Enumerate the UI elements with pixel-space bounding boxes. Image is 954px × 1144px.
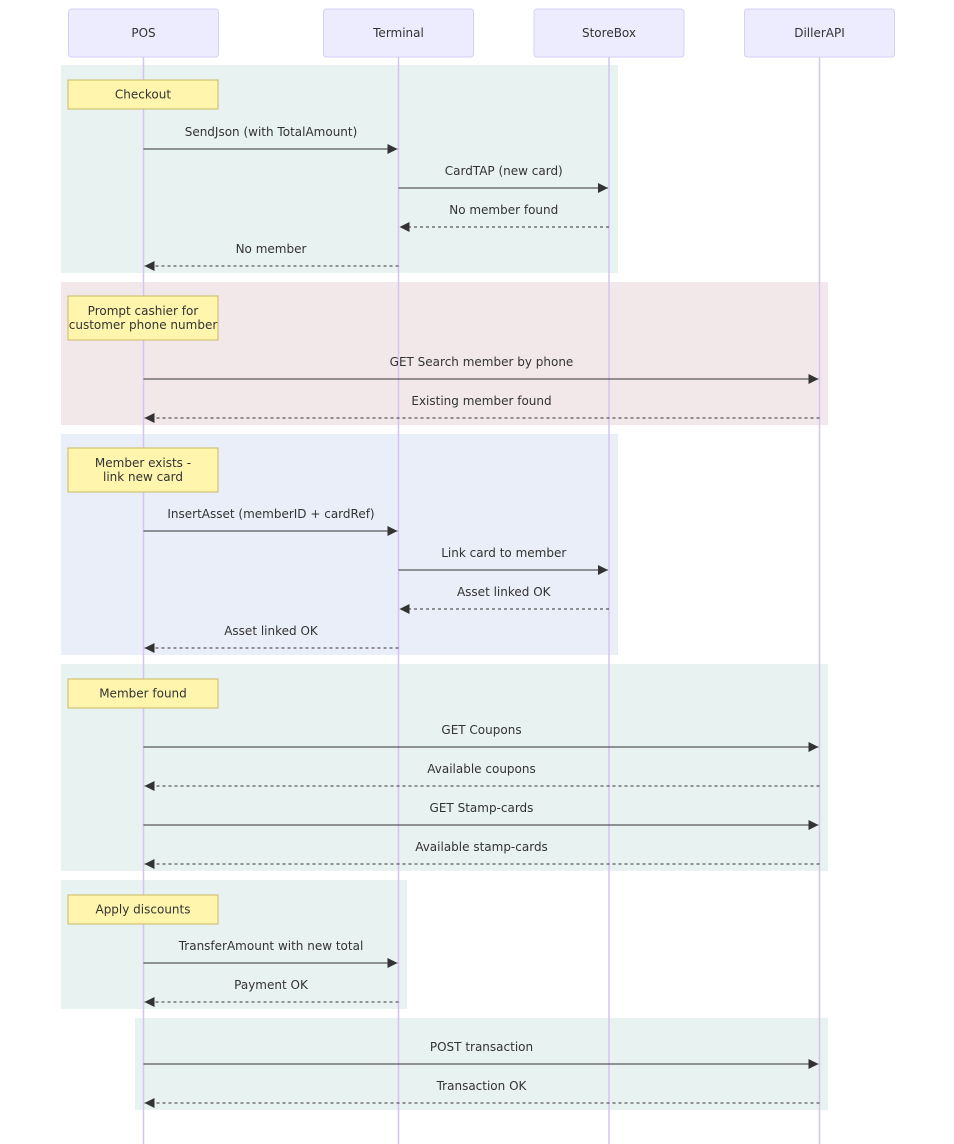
participant-label: POS	[131, 26, 155, 40]
message: TransferAmount with new total	[143, 939, 398, 968]
participant-diller: DillerAPI	[744, 8, 895, 58]
participant-box	[744, 8, 895, 58]
message: Existing member found	[144, 394, 820, 423]
message-label: No member found	[449, 203, 558, 217]
note-text: Member found	[99, 687, 187, 701]
message-label: No member	[236, 242, 307, 256]
message: Asset linked OK	[144, 624, 399, 653]
note: Member found	[67, 678, 219, 709]
message-label: GET Coupons	[441, 723, 521, 737]
message-label: Asset linked OK	[457, 585, 552, 599]
note-box	[67, 894, 219, 925]
note: Apply discounts	[67, 894, 219, 925]
message: No member found	[399, 203, 609, 232]
participant-label: DillerAPI	[794, 26, 845, 40]
note-box	[67, 295, 219, 341]
participant-box	[533, 8, 685, 58]
participant-pos: POS	[68, 8, 219, 58]
message-label: Link card to member	[441, 546, 566, 560]
message: Transaction OK	[144, 1079, 820, 1108]
note-box	[67, 79, 219, 110]
message-label: Transaction OK	[436, 1079, 528, 1093]
message: Asset linked OK	[399, 585, 609, 614]
message: CardTAP (new card)	[398, 164, 608, 193]
note-text: customer phone number	[69, 318, 218, 332]
message: InsertAsset (memberID + cardRef)	[143, 507, 398, 536]
participant-box	[323, 8, 474, 58]
message: No member	[144, 242, 399, 271]
message-label: GET Search member by phone	[390, 355, 574, 369]
note-text: link new card	[103, 470, 183, 484]
participant-label: Terminal	[372, 26, 424, 40]
message: Payment OK	[144, 978, 399, 1007]
message-label: Payment OK	[234, 978, 309, 992]
note: Checkout	[67, 79, 219, 110]
note-box	[67, 678, 219, 709]
message-label: InsertAsset (memberID + cardRef)	[167, 507, 374, 521]
message: GET Coupons	[143, 723, 819, 752]
message-label: Available stamp-cards	[415, 840, 548, 854]
participant-storebox: StoreBox	[533, 8, 685, 58]
message: Link card to member	[398, 546, 608, 575]
message-label: GET Stamp-cards	[430, 801, 534, 815]
message-label: POST transaction	[430, 1040, 533, 1054]
message: Available stamp-cards	[144, 840, 820, 869]
message-label: SendJson (with TotalAmount)	[185, 125, 358, 139]
message-label: CardTAP (new card)	[445, 164, 563, 178]
participant-box	[68, 8, 219, 58]
message-label: Available coupons	[427, 762, 536, 776]
message: Available coupons	[144, 762, 820, 791]
note-text: Apply discounts	[95, 903, 190, 917]
participant-terminal: Terminal	[323, 8, 474, 58]
message: POST transaction	[143, 1040, 819, 1069]
note-text: Prompt cashier for	[88, 304, 199, 318]
note-text: Member exists -	[95, 456, 191, 470]
message: GET Search member by phone	[143, 355, 819, 384]
message: GET Stamp-cards	[143, 801, 819, 830]
note: Member exists -link new card	[67, 447, 219, 493]
note-text: Checkout	[115, 88, 171, 102]
message-label: TransferAmount with new total	[178, 939, 364, 953]
message-label: Asset linked OK	[224, 624, 319, 638]
note-box	[67, 447, 219, 493]
message-label: Existing member found	[411, 394, 551, 408]
participant-label: StoreBox	[582, 26, 636, 40]
message: SendJson (with TotalAmount)	[143, 125, 398, 154]
